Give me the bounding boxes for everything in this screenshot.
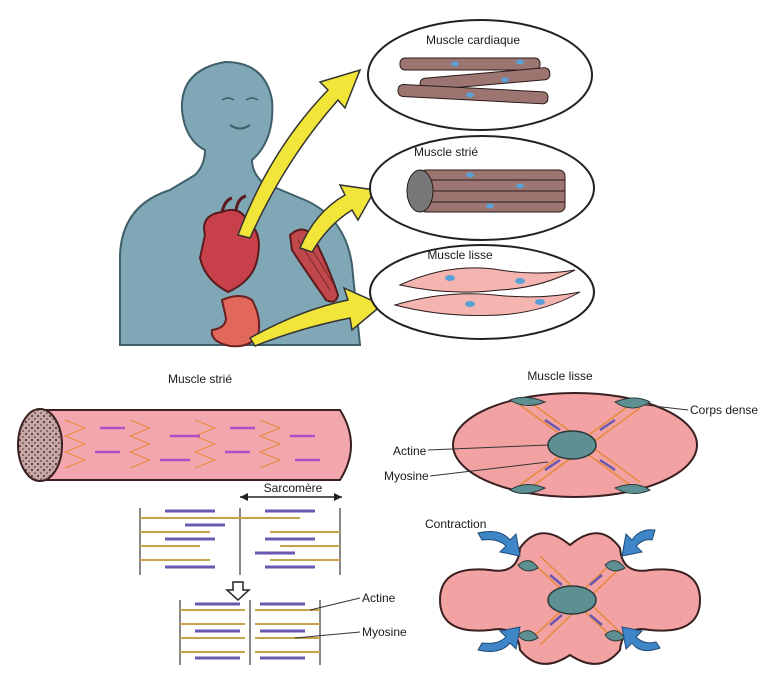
smooth-muscle-label: Muscle lisse	[427, 248, 493, 262]
smooth-actin-label: Actine	[393, 444, 427, 458]
contraction-label: Contraction	[425, 517, 486, 531]
smooth-cell-relaxed	[452, 392, 698, 498]
sarcomere-contracted	[179, 600, 321, 665]
smooth-muscle-oval: Muscle lisse	[369, 244, 595, 340]
striated-myosin-label: Myosine	[362, 625, 407, 639]
sarcomere-relaxed	[139, 508, 341, 575]
smooth-myosin-callout: Myosine	[384, 461, 549, 483]
striated-muscle-oval: Muscle strié	[369, 135, 595, 241]
myosin-callout: Myosine	[294, 625, 407, 639]
smooth-actin-callout: Actine	[393, 444, 549, 458]
smooth-cells	[393, 267, 581, 317]
striated-fiber-cylinder	[17, 408, 352, 482]
smooth-myosin-label: Myosine	[384, 469, 429, 483]
arrow-to-cardiac	[237, 68, 362, 239]
striated-muscle-label: Muscle strié	[414, 145, 478, 159]
dense-body-callout: Corps dense	[644, 403, 758, 417]
contraction-down-arrow	[225, 581, 251, 602]
smooth-cell-contracted	[438, 532, 702, 665]
stomach-icon	[210, 295, 261, 348]
contraction-arrows	[477, 529, 661, 652]
striated-panel-title: Muscle strié	[168, 372, 232, 386]
striated-bundle	[406, 169, 566, 213]
smooth-panel-title: Muscle lisse	[527, 369, 593, 383]
striated-actin-label: Actine	[362, 591, 396, 605]
cardiac-muscle-label: Muscle cardiaque	[426, 33, 520, 47]
dense-body-label: Corps dense	[690, 403, 758, 417]
actin-callout: Actine	[309, 591, 396, 611]
cardiac-muscle-oval: Muscle cardiaque	[367, 19, 593, 131]
sarcomere-bracket: Sarcomère	[240, 481, 342, 501]
cardiac-fibers	[397, 57, 551, 105]
sarcomere-label: Sarcomère	[264, 481, 323, 495]
